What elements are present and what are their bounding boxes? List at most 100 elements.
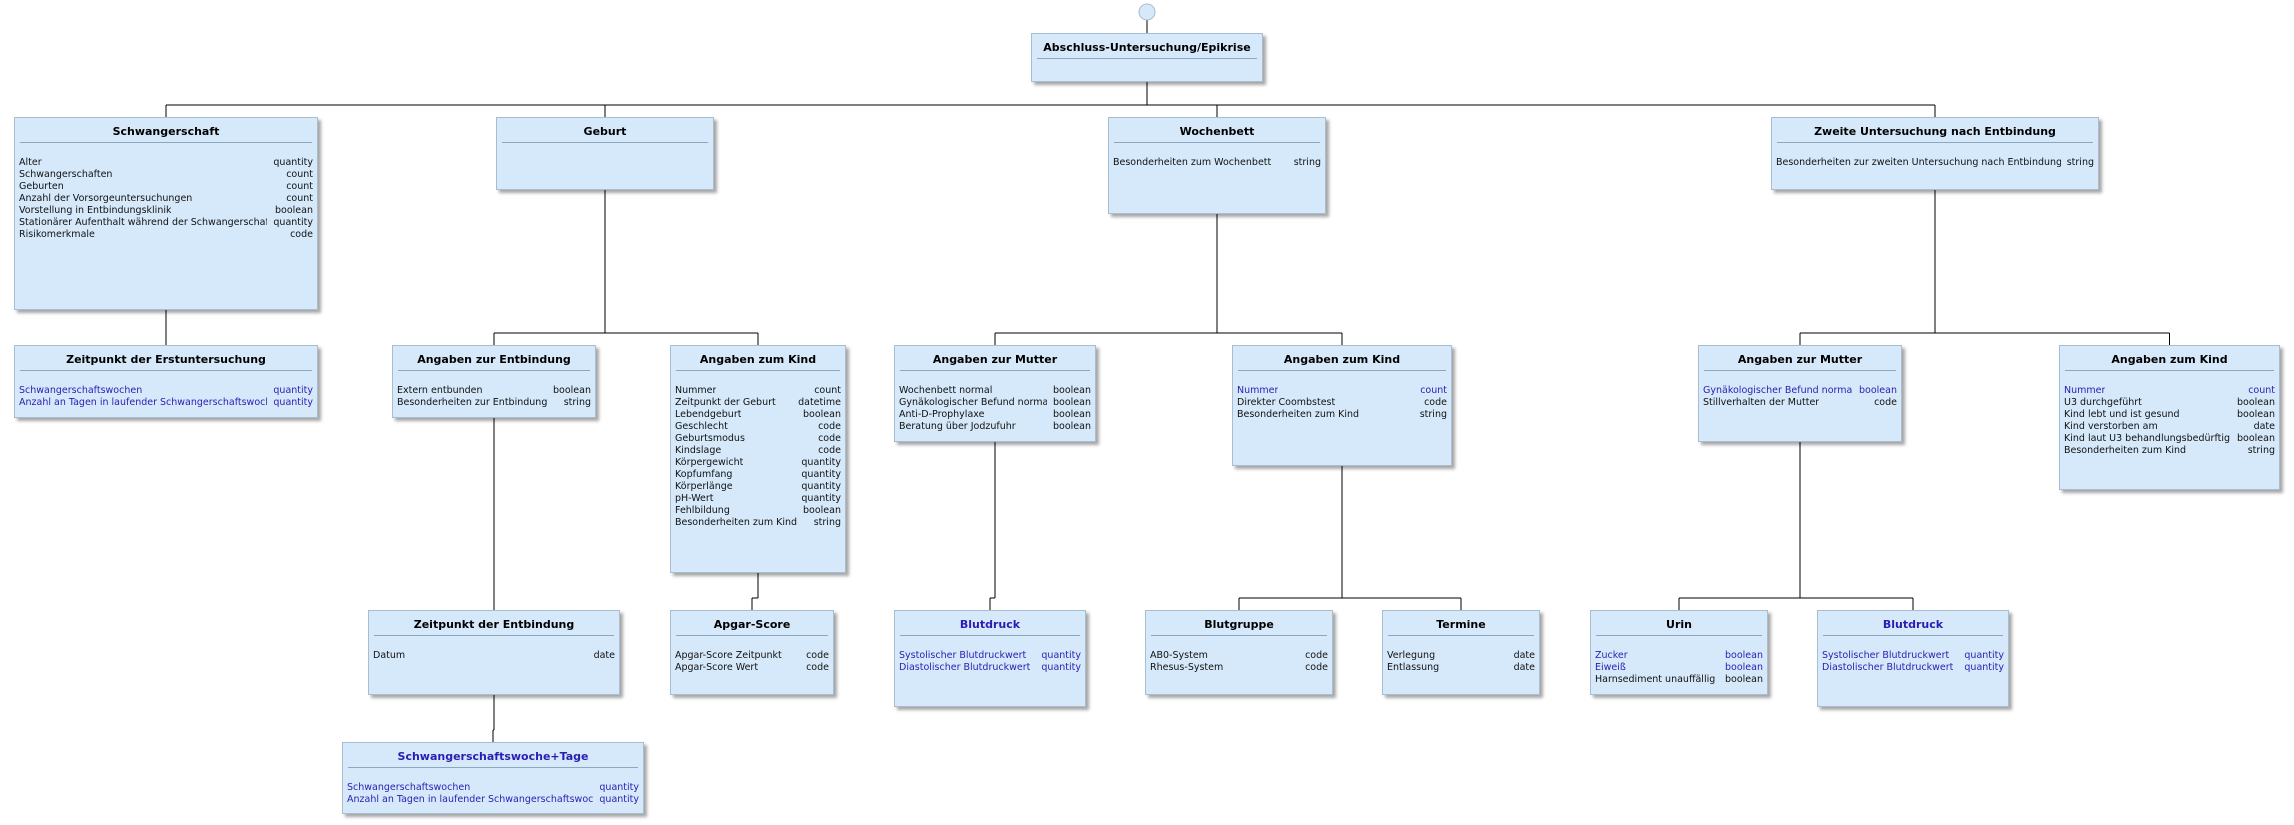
node-title: Zweite Untersuchung nach Entbindung (1814, 125, 2056, 138)
attribute-type: code (818, 433, 841, 444)
attribute-name: Verlegung (1387, 650, 1436, 661)
attribute-name: Geschlecht (675, 421, 728, 432)
node-divider (1704, 370, 1896, 371)
attribute-name: Nummer (2064, 385, 2106, 396)
node-title: Urin (1666, 618, 1692, 631)
node-title: Angaben zur Mutter (932, 353, 1058, 366)
node-title: Blutdruck (1882, 618, 1944, 631)
attribute-type: count (2248, 385, 2275, 396)
attribute-type: boolean (1725, 674, 1763, 685)
attribute-row: Geburtsmodus code (674, 433, 842, 445)
attribute-name: Apgar-Score Zeitpunkt (675, 650, 782, 661)
attribute-row: Anzahl an Tagen in laufender Schwangersc… (346, 794, 640, 806)
node-divider (1777, 142, 2093, 143)
node-divider (1596, 635, 1762, 636)
node-divider (676, 635, 828, 636)
attribute-name: Geburtsmodus (675, 433, 745, 444)
attribute-row: Anzahl an Tagen in laufender Schwangersc… (18, 397, 314, 409)
attribute-name: Geburten (19, 181, 64, 192)
attribute-type: boolean (1053, 397, 1091, 408)
attribute-type: boolean (2237, 433, 2275, 444)
attribute-type: code (818, 445, 841, 456)
node-title: Angaben zum Kind (2111, 353, 2228, 366)
attribute-type: quantity (273, 385, 313, 396)
node-divider (900, 370, 1090, 371)
node-divider (2065, 370, 2274, 371)
node-divider (900, 635, 1080, 636)
node-title: Angaben zur Entbindung (417, 353, 571, 366)
attribute-name: Rhesus-System (1150, 662, 1224, 673)
node-title: Blutdruck (959, 618, 1021, 631)
node-title: Blutgruppe (1204, 618, 1274, 631)
attribute-name: Apgar-Score Wert (675, 662, 759, 673)
attribute-type: quantity (599, 794, 639, 805)
node-divider (1238, 370, 1446, 371)
attribute-name: Beratung über Jodzufuhr (899, 421, 1016, 432)
node-title: Abschluss-Untersuchung/Epikrise (1043, 41, 1251, 54)
attribute-type: quantity (599, 782, 639, 793)
attribute-type: datetime (798, 397, 841, 408)
attribute-type: code (806, 662, 829, 673)
attribute-type: code (1424, 397, 1447, 408)
node-title: Zeitpunkt der Entbindung (413, 618, 575, 631)
attribute-name: Besonderheiten zur zweiten Untersuchung … (1776, 157, 2061, 168)
attribute-type: date (1513, 650, 1535, 661)
attribute-row: Apgar-Score Wert code (674, 662, 830, 674)
attribute-name: Risikomerkmale (19, 229, 95, 240)
attribute-name: Anzahl an Tagen in laufender Schwangersc… (347, 794, 594, 805)
attribute-type: code (290, 229, 313, 240)
node-title: Schwangerschaft (112, 125, 220, 138)
node-divider (20, 142, 312, 143)
attribute-name: Kopfumfang (675, 469, 733, 480)
attribute-type: code (818, 421, 841, 432)
attribute-type: string (2066, 157, 2094, 168)
attribute-name: Schwangerschaftswochen (19, 385, 143, 396)
attribute-row: Risikomerkmale code (18, 229, 314, 241)
attribute-row: Kind laut U3 behandlungsbedürftig boolean (2063, 433, 2276, 445)
node-divider (374, 635, 614, 636)
attribute-name: Zeitpunkt der Geburt (675, 397, 776, 408)
attribute-name: Anzahl der Vorsorgeuntersuchungen (19, 193, 193, 204)
attribute-type: count (1420, 385, 1447, 396)
attribute-name: Eiweiß (1595, 662, 1626, 673)
attribute-name: Besonderheiten zum Kind (675, 517, 798, 528)
attribute-name: Nummer (675, 385, 717, 396)
attribute-name: Alter (19, 157, 42, 168)
attribute-name: Entlassung (1387, 662, 1440, 673)
node-title: Zeitpunkt der Erstuntersuchung (66, 353, 266, 366)
attribute-name: Kind laut U3 behandlungsbedürftig (2064, 433, 2231, 444)
attribute-type: boolean (803, 505, 841, 516)
attribute-name: Anti-D-Prophylaxe (899, 409, 985, 420)
attribute-type: date (593, 650, 615, 661)
